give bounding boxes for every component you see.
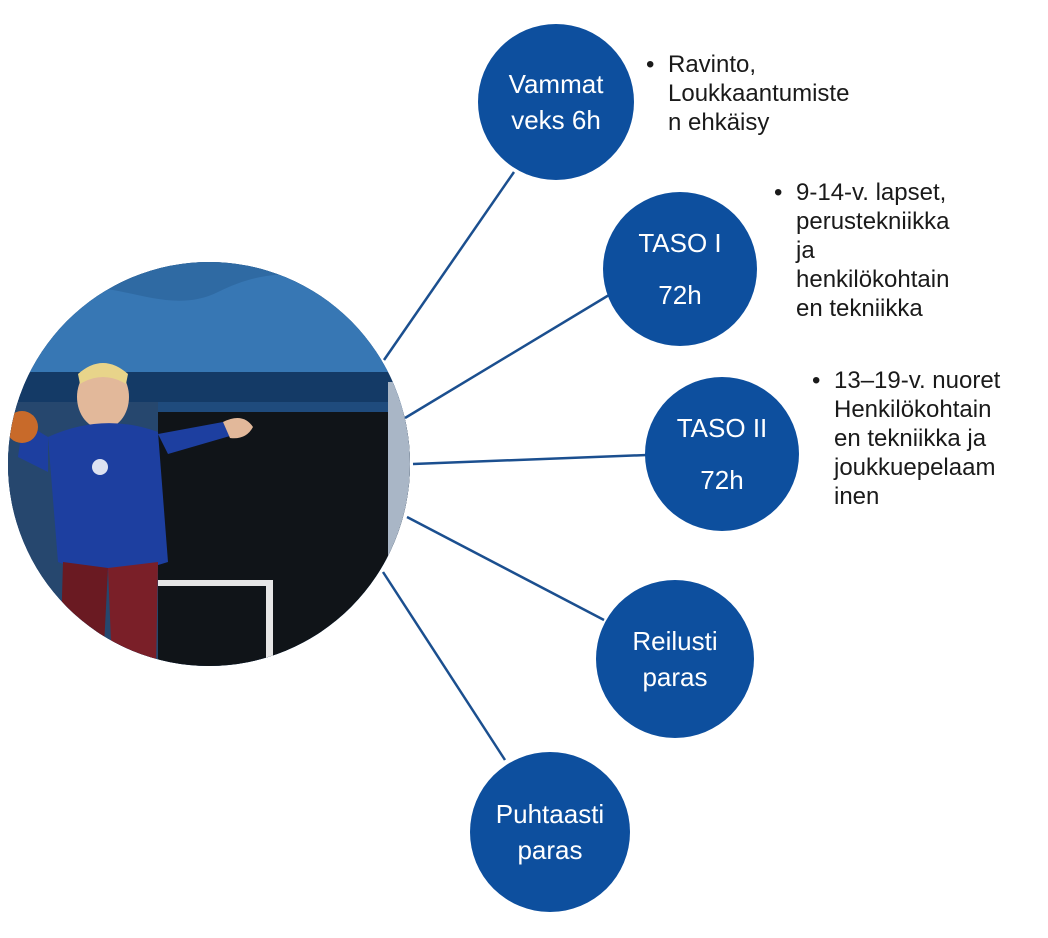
- note-taso1: • 9-14-v. lapset, perustekniikka ja henk…: [774, 178, 1014, 323]
- connector-reilusti: [406, 515, 605, 622]
- bullet-icon: •: [774, 179, 783, 206]
- node-puhtaasti: Puhtaasti paras: [470, 752, 630, 912]
- node-taso2-line2: 72h: [700, 465, 744, 495]
- node-taso1-line2: 72h: [658, 280, 702, 310]
- node-vammat: Vammat veks 6h: [478, 24, 634, 180]
- node-vammat-line2: veks 6h: [511, 105, 601, 135]
- connector-vammat: [382, 171, 516, 361]
- note-taso1-text: 9-14-v. lapset, perustekniikka ja henkil…: [796, 179, 950, 322]
- note-vammat-text: Ravinto, Loukkaantumiste n ehkäisy: [668, 51, 850, 136]
- bullet-icon: •: [646, 51, 655, 78]
- note-taso2: • 13–19-v. nuoret Henkilökohtain en tekn…: [812, 366, 1046, 511]
- node-puhtaasti-line1: Puhtaasti: [495, 799, 605, 829]
- connector-taso2: [412, 453, 648, 466]
- node-reilusti: Reilusti paras: [596, 580, 754, 738]
- node-taso1-line1: TASO I: [638, 228, 722, 258]
- note-taso2-text: 13–19-v. nuoret Henkilökohtain en teknii…: [834, 367, 1001, 510]
- node-reilusti-line2: paras: [642, 662, 708, 692]
- node-taso1: TASO I 72h: [603, 192, 757, 346]
- node-reilusti-line1: Reilusti: [632, 626, 718, 656]
- node-vammat-line1: Vammat: [508, 69, 604, 99]
- node-taso2: TASO II 72h: [645, 377, 799, 531]
- connector-puhtaasti: [381, 571, 507, 761]
- node-taso2-line1: TASO II: [676, 413, 768, 443]
- handball-player-photo: [8, 262, 410, 666]
- node-puhtaasti-line2: paras: [517, 835, 583, 865]
- connector-taso1: [404, 290, 615, 420]
- bullet-icon: •: [812, 367, 821, 394]
- note-vammat: • Ravinto, Loukkaantumiste n ehkäisy: [646, 50, 886, 137]
